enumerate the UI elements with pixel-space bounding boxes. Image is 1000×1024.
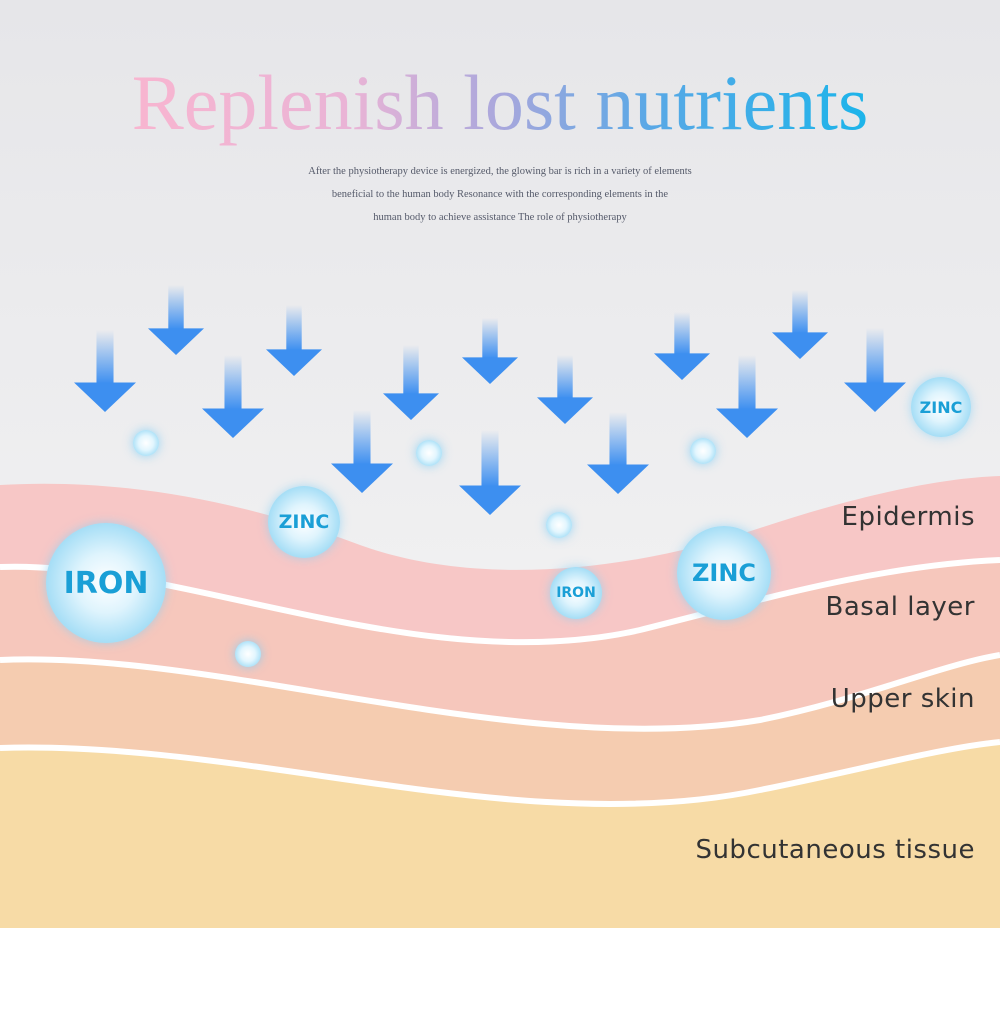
down-arrow-icon — [266, 305, 322, 376]
arrow-head — [202, 408, 264, 438]
arrow-shaft — [96, 330, 114, 384]
arrow-shaft — [403, 345, 419, 395]
nutrient-label: ZINC — [919, 397, 963, 417]
arrow-shaft — [481, 430, 499, 487]
nutrient-label: IRON — [63, 565, 149, 601]
arrow-head — [74, 382, 136, 412]
arrow-head — [383, 393, 439, 420]
layer-subcutaneous — [0, 742, 1000, 928]
layer-upper-skin — [0, 655, 1000, 805]
arrow-head — [844, 382, 906, 412]
glow-particle-icon — [546, 512, 572, 538]
arrow-shaft — [353, 410, 371, 465]
iron-bubble: IRON — [550, 567, 602, 619]
down-arrow-icon — [654, 312, 710, 380]
arrow-head — [148, 328, 204, 355]
down-arrow-icon — [716, 355, 778, 438]
description: After the physiotherapy device is energi… — [150, 160, 850, 229]
glow-particle-icon — [690, 438, 716, 464]
glow-particle-icon — [416, 440, 442, 466]
iron-bubble: IRON — [46, 523, 166, 643]
arrow-head — [462, 357, 518, 384]
zinc-bubble: ZINC — [911, 377, 971, 437]
label-basal-layer: Basal layer — [825, 592, 975, 622]
arrow-head — [331, 463, 393, 493]
arrow-head — [537, 397, 593, 424]
arrow-head — [459, 485, 521, 515]
arrow-shaft — [168, 285, 184, 330]
glow-particle-icon — [133, 430, 159, 456]
down-arrow-icon — [202, 355, 264, 438]
nutrient-label: IRON — [556, 585, 596, 601]
description-line: After the physiotherapy device is energi… — [308, 166, 692, 177]
arrow-head — [654, 353, 710, 380]
arrow-head — [772, 332, 828, 359]
arrow-field — [74, 285, 906, 515]
layer-boundary-line — [0, 739, 1000, 808]
arrow-shaft — [482, 318, 498, 359]
description-line: human body to achieve assistance The rol… — [373, 212, 627, 223]
arrow-shaft — [557, 355, 573, 399]
arrow-shaft — [286, 305, 302, 351]
arrow-shaft — [224, 355, 242, 410]
nutrient-label: ZINC — [691, 559, 757, 587]
down-arrow-icon — [74, 330, 136, 412]
down-arrow-icon — [459, 430, 521, 515]
down-arrow-icon — [587, 412, 649, 494]
label-subcutaneous-tissue: Subcutaneous tissue — [695, 835, 975, 865]
zinc-bubble: ZINC — [677, 526, 771, 620]
glow-particle-icon — [235, 641, 261, 667]
zinc-bubble: ZINC — [268, 486, 340, 558]
down-arrow-icon — [462, 318, 518, 384]
down-arrow-icon — [537, 355, 593, 424]
arrow-head — [266, 349, 322, 376]
arrow-shaft — [674, 312, 690, 355]
down-arrow-icon — [383, 345, 439, 420]
arrow-shaft — [792, 290, 808, 334]
description-line: beneficial to the human body Resonance w… — [331, 189, 669, 200]
page-title: Replenish lost nutrients — [131, 59, 869, 146]
label-upper-skin: Upper skin — [830, 684, 975, 714]
arrow-shaft — [738, 355, 756, 410]
nutrient-label: ZINC — [278, 511, 330, 533]
layer-boundary-line — [0, 652, 1000, 732]
down-arrow-icon — [148, 285, 204, 355]
arrow-head — [587, 464, 649, 494]
arrow-head — [716, 408, 778, 438]
arrow-shaft — [609, 412, 627, 466]
label-epidermis: Epidermis — [841, 502, 975, 532]
down-arrow-icon — [844, 328, 906, 412]
down-arrow-icon — [331, 410, 393, 493]
arrow-shaft — [866, 328, 884, 384]
down-arrow-icon — [772, 290, 828, 359]
